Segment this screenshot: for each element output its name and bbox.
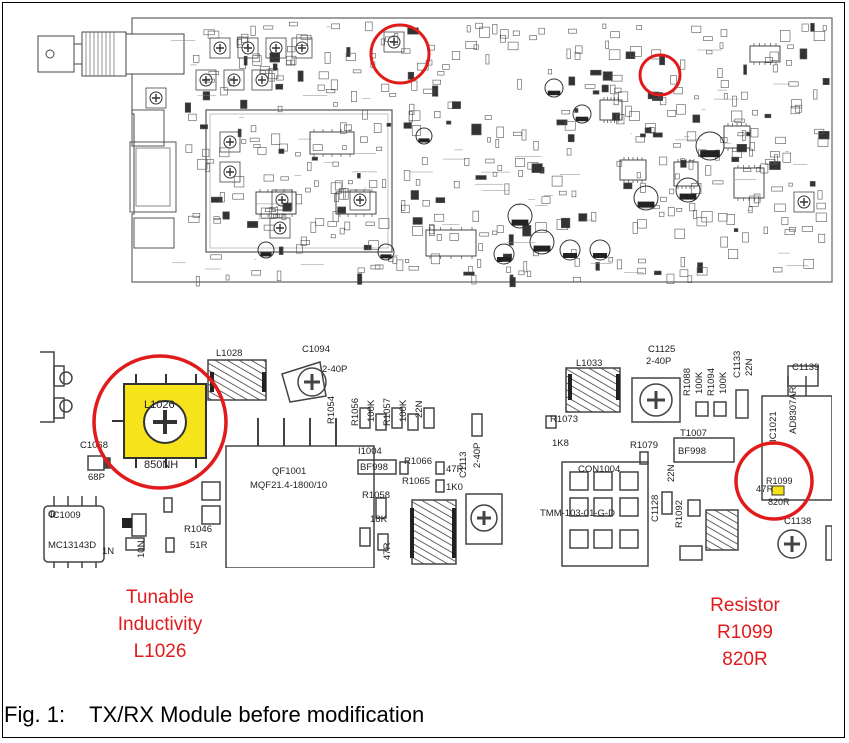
bnc-connector: [37, 31, 185, 77]
callout-r1099-line3: 820R: [722, 649, 768, 670]
label-22n: 22N: [414, 400, 425, 418]
label-r1094: R1094: [706, 368, 717, 396]
callout-r1099: Resistor R1099 820R: [690, 592, 800, 673]
label-r1099-val: 820R: [768, 497, 790, 507]
label-con1004: CON1004: [578, 464, 620, 475]
label-l1026-val: 850NH: [144, 459, 178, 471]
board-overview: [34, 14, 834, 288]
label-tmm: TMM-103-01-G-D: [540, 508, 615, 519]
label-qf1001-val: MQF21.4-1800/10: [250, 480, 327, 491]
label-47r: 47R: [382, 542, 393, 560]
label-c1113-val: 2-40P: [472, 443, 483, 468]
label-ic1009: IC1009: [50, 510, 81, 521]
label-r1057: R1057: [382, 398, 393, 426]
label-r1066-val: 47R: [446, 464, 464, 475]
r1099-component: [771, 485, 785, 496]
label-r1065-val: 1K0: [446, 482, 463, 493]
label-r1073: R1073: [550, 414, 578, 425]
label-c1068-val: 68P: [88, 472, 105, 483]
label-c1125-val: 2-40P: [646, 356, 671, 367]
label-i1004: I1004: [358, 446, 382, 457]
label-r1073-val: 1K8: [552, 438, 569, 449]
callout-r1099-line1: Resistor: [710, 595, 780, 616]
label-c1133: C1133: [732, 351, 743, 378]
label-r1066: R1066: [404, 456, 432, 467]
label-l1033: L1033: [576, 358, 602, 369]
callout-l1026-line3: L1026: [133, 641, 187, 662]
label-ic1009-val: MC13143D: [48, 540, 96, 551]
label-c1128: C1128: [650, 495, 661, 522]
label-r1056: R1056: [350, 398, 361, 426]
label-c1094-val: 2-40P: [322, 364, 347, 375]
label-c1068: C1068: [80, 440, 108, 451]
callout-l1026-line1: Tunable: [126, 587, 194, 608]
label-r1058: R1058: [362, 490, 390, 501]
l1026-component: [112, 374, 207, 468]
figure-caption: Fig. 1: TX/RX Module before modification: [4, 702, 425, 727]
label-1n: 1N: [102, 546, 114, 557]
label-r1046: R1046: [184, 524, 212, 535]
label-10n: 10N: [136, 540, 147, 558]
label-r1054: R1054: [326, 396, 337, 424]
overview-highlight-l1026: [369, 23, 431, 85]
label-r1046-val: 51R: [190, 540, 208, 551]
label-c1133-val: 22N: [744, 358, 755, 376]
label-100k-c: 100K: [694, 371, 705, 394]
label-r1065: R1065: [402, 476, 430, 487]
callout-l1026-line2: Inductivity: [117, 614, 203, 635]
label-ic1021: IC1021: [768, 411, 779, 442]
label-100k-a: 100K: [366, 399, 377, 422]
label-c1125: C1125: [648, 344, 675, 355]
label-r1092: R1092: [674, 500, 685, 528]
label-c1094: C1094: [302, 344, 330, 355]
label-100k-d: 100K: [718, 371, 729, 394]
label-l1028: L1028: [216, 348, 242, 359]
callout-r1099-line2: R1099: [717, 622, 773, 643]
label-100k-b: 100K: [398, 399, 409, 422]
label-bf998-b: BF998: [678, 446, 706, 457]
label-r1088: R1088: [682, 368, 693, 396]
label-22n-b: 22N: [666, 464, 677, 482]
callout-l1026: Tunable Inductivity L1026: [100, 584, 220, 665]
label-47r-b: 47R: [756, 484, 774, 495]
overview-highlight-r1099: [638, 53, 682, 97]
label-c1113: C1113: [458, 451, 469, 478]
label-r1058-val: 18K: [370, 514, 388, 525]
label-bf998-a: BF998: [360, 462, 388, 473]
label-r1079: R1079: [630, 440, 658, 451]
label-c1138: C1138: [784, 516, 811, 527]
label-ad8307: AD8307AR: [788, 386, 799, 434]
label-t1007: T1007: [680, 428, 707, 439]
label-c1139: C1139: [792, 362, 819, 373]
label-l1026: L1026: [144, 399, 175, 411]
detail-view: C1094 2-40P L1028 L1026 850NH QF1001 MQF…: [40, 344, 832, 568]
label-qf1001: QF1001: [272, 466, 306, 477]
